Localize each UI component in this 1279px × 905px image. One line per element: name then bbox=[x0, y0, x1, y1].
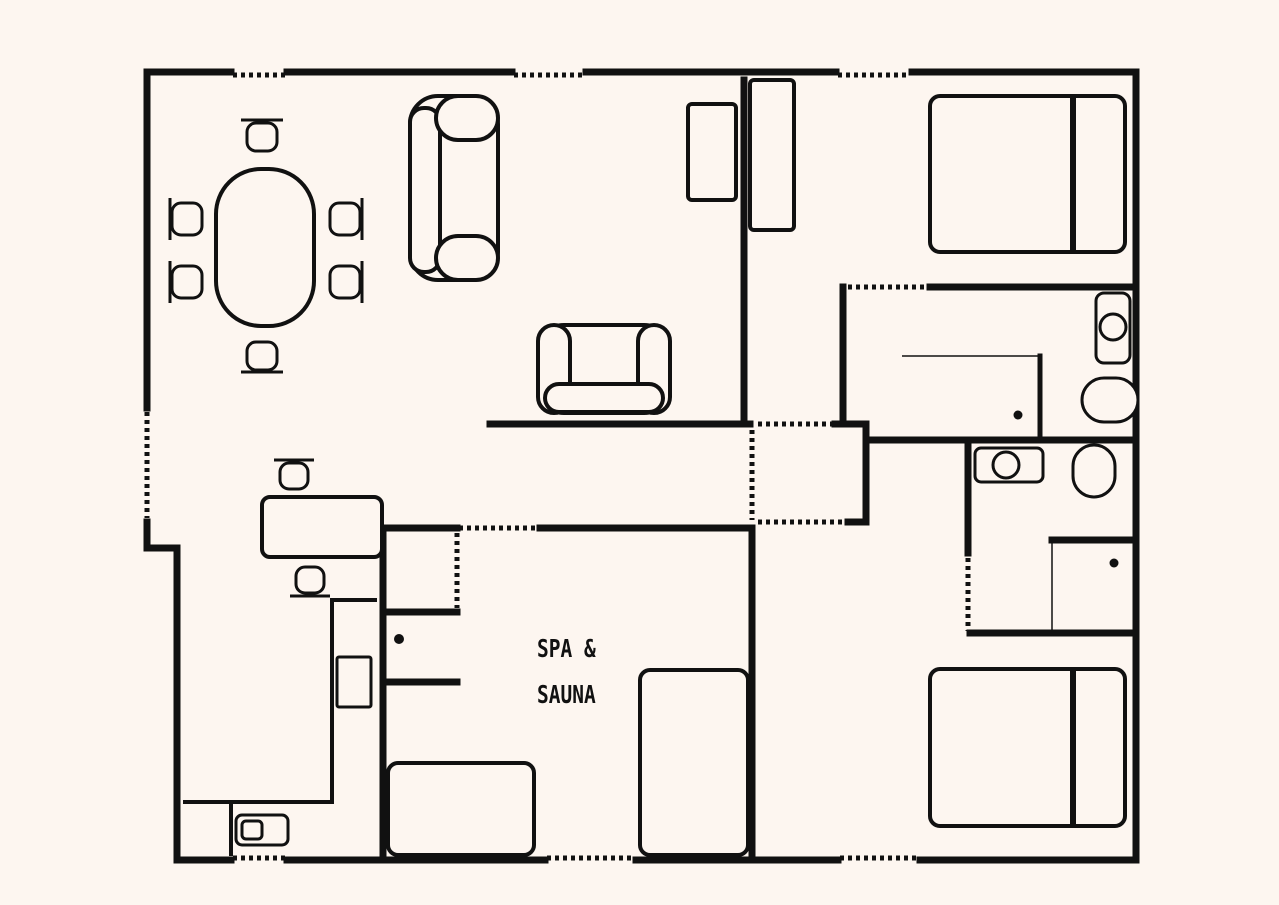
dining-chair bbox=[241, 118, 283, 153]
armchair bbox=[536, 323, 672, 415]
sofa bbox=[408, 94, 500, 282]
sauna-bench bbox=[386, 761, 536, 857]
door-knob bbox=[394, 634, 404, 644]
bar-stool bbox=[290, 565, 330, 598]
room-label-line-2: SAUNA bbox=[537, 680, 596, 709]
bar-stool bbox=[274, 458, 314, 491]
exterior-walls bbox=[143, 68, 1140, 864]
wardrobe bbox=[748, 78, 796, 232]
spa-sauna-room bbox=[386, 634, 750, 857]
bathroom-top bbox=[902, 291, 1140, 439]
windows bbox=[144, 72, 918, 861]
interior-walls bbox=[379, 76, 1134, 864]
spa-sauna-label: SPA & SAUNA bbox=[537, 626, 596, 718]
dining-table bbox=[214, 167, 316, 328]
spa-tub bbox=[638, 668, 750, 857]
stove bbox=[335, 655, 373, 709]
interior-openings bbox=[454, 284, 971, 631]
dining-chair bbox=[328, 198, 364, 240]
sideboard bbox=[686, 102, 738, 202]
shower-drain bbox=[1013, 410, 1023, 420]
shower-drain bbox=[1109, 558, 1119, 568]
dining-chair bbox=[168, 261, 204, 303]
bed-top bbox=[928, 94, 1127, 254]
room-label-line-1: SPA & bbox=[537, 634, 596, 663]
dining-chair bbox=[241, 340, 283, 374]
dining-chair bbox=[328, 261, 364, 303]
bed-bottom bbox=[928, 667, 1127, 828]
bathroom-bottom bbox=[973, 443, 1119, 630]
kitchen-island bbox=[260, 495, 384, 559]
dining-chair bbox=[168, 198, 204, 240]
toilet bbox=[1080, 376, 1140, 424]
toilet bbox=[1071, 443, 1117, 499]
kitchen bbox=[183, 458, 384, 856]
dining-table-set bbox=[168, 118, 364, 374]
